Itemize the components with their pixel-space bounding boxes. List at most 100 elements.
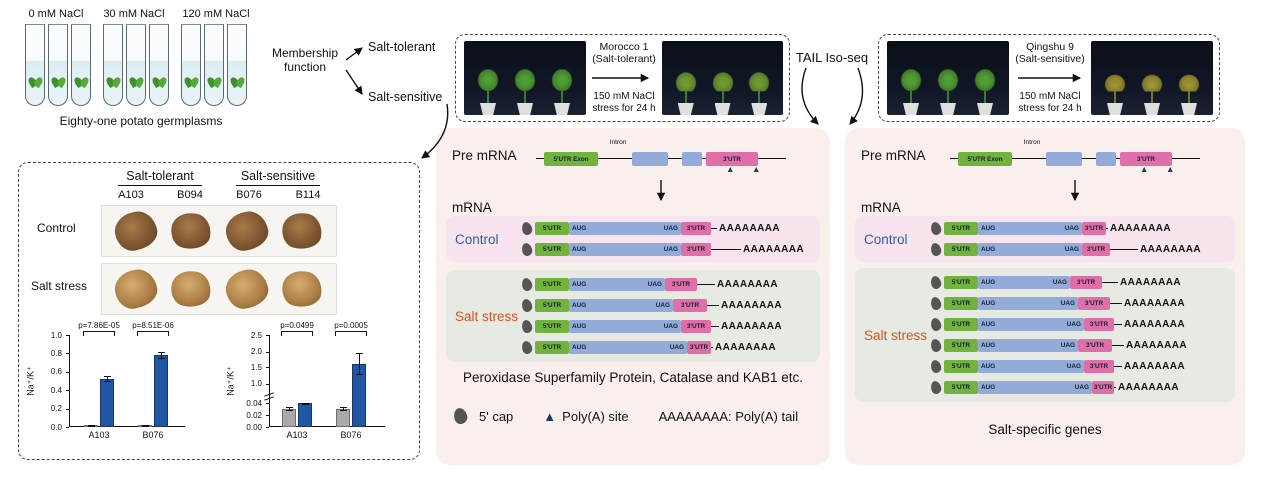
transcript-line bbox=[1102, 281, 1118, 284]
arrow-isoseq-left bbox=[801, 67, 819, 125]
seedling-icon bbox=[52, 75, 66, 89]
leaf-image bbox=[112, 266, 161, 312]
transcript-line bbox=[697, 283, 715, 286]
y-tick-mark bbox=[66, 427, 69, 428]
polya-tail: AAAAAAAA bbox=[717, 279, 778, 290]
test-tube bbox=[48, 24, 68, 106]
test-tube bbox=[149, 24, 169, 106]
control-label: Control bbox=[455, 231, 499, 247]
plant-stem bbox=[1114, 91, 1116, 103]
x-category-label: B076 bbox=[142, 430, 164, 440]
transcript-line bbox=[707, 304, 719, 307]
test-tube bbox=[204, 24, 224, 106]
apa-panel-tolerant: Pre mRNA 5'UTR Exon Intron 3'UTR ▲ ▲ mRN… bbox=[436, 128, 830, 465]
y-tick-label: 0.8 bbox=[50, 348, 62, 358]
control-label: Control bbox=[864, 231, 908, 247]
figure-legend: 5' cap ▲ Poly(A) site AAAAAAAA: Poly(A) … bbox=[452, 406, 799, 426]
polya-tail: AAAAAAAA bbox=[1140, 244, 1201, 255]
y-tick-mark bbox=[266, 403, 269, 405]
plant-healthy bbox=[972, 55, 998, 115]
tube-group-label-0: 0 mM NaCl bbox=[28, 8, 84, 20]
transcript-line bbox=[1106, 227, 1108, 230]
utr3-segment: 3'UTR bbox=[1082, 222, 1106, 235]
bar-salt-stress bbox=[154, 355, 168, 427]
leaf-image bbox=[112, 208, 161, 254]
treatment-column-qingshu: Qingshu 9 (Salt-sensitive) 150 mM NaCl s… bbox=[1013, 41, 1087, 117]
utr3-segment: 3'UTR bbox=[1070, 276, 1102, 289]
photo-morocco-stressed bbox=[662, 41, 783, 115]
plant-foliage bbox=[1177, 67, 1201, 91]
utr5-segment: 5'UTR bbox=[944, 318, 978, 331]
x-category-label: A103 bbox=[88, 430, 110, 440]
test-tube bbox=[227, 24, 247, 106]
plant-stem bbox=[487, 91, 489, 103]
p-value-label: p=7.86E-05 bbox=[78, 321, 120, 330]
group-header-tolerant: Salt-tolerant bbox=[126, 169, 194, 183]
y-axis-label: Na⁺/K⁺ bbox=[25, 366, 36, 396]
utr3-segment: 3'UTR bbox=[1084, 360, 1114, 373]
photo-box-morocco: Morocco 1 (Salt-tolerant) 150 mM NaCl st… bbox=[455, 34, 790, 122]
legend-cap-label: 5' cap bbox=[479, 408, 514, 424]
utr3-segment: 3'UTR bbox=[673, 299, 707, 312]
utr3-segment: 3'UTR bbox=[665, 278, 697, 291]
utr3-segment: 3'UTR bbox=[681, 243, 711, 256]
plant-foliage bbox=[513, 67, 537, 91]
accession-label: A103 bbox=[118, 189, 144, 201]
accession-label: B076 bbox=[236, 189, 262, 201]
polya-tail: AAAAAAAA bbox=[1124, 319, 1185, 330]
utr5-exon-box: 5'UTR Exon bbox=[958, 152, 1012, 166]
mrna-label: mRNA bbox=[861, 200, 901, 215]
y-tick-label: 1.5 bbox=[250, 362, 262, 372]
polya-tail: AAAAAAAA bbox=[721, 300, 782, 311]
five-prime-cap-icon bbox=[929, 241, 943, 258]
arrow-to-sensitive bbox=[345, 69, 363, 95]
five-prime-cap-icon bbox=[929, 295, 943, 312]
exon-box bbox=[682, 152, 702, 166]
y-tick-mark bbox=[266, 351, 269, 353]
legend-polya-tail-label: AAAAAAAA: Poly(A) tail bbox=[658, 408, 799, 424]
utr3-segment: 3'UTR bbox=[681, 320, 711, 333]
leaf-photo-control bbox=[101, 205, 337, 257]
plant-healthy bbox=[935, 55, 961, 115]
utr5-segment: 5'UTR bbox=[944, 339, 978, 352]
utr3-box: 3'UTR bbox=[1120, 152, 1172, 166]
y-tick-mark bbox=[66, 353, 69, 355]
test-tube bbox=[103, 24, 123, 106]
plant-foliage bbox=[1140, 67, 1164, 91]
utr5-segment: 5'UTR bbox=[944, 360, 978, 373]
y-tick-label: 0.2 bbox=[50, 404, 62, 414]
y-tick-mark bbox=[66, 371, 69, 373]
utr5-segment: 5'UTR bbox=[535, 320, 569, 333]
plant-foliage bbox=[674, 67, 698, 91]
polya-tail: AAAAAAAA bbox=[1118, 382, 1179, 393]
seedling-icon bbox=[153, 75, 167, 89]
utr5-segment: 5'UTR bbox=[944, 276, 978, 289]
plant-foliage bbox=[899, 67, 923, 91]
plant-pot bbox=[940, 103, 956, 115]
significance-bracket bbox=[137, 331, 169, 336]
y-tick-label: 2.5 bbox=[250, 330, 262, 340]
exon-box bbox=[1046, 152, 1082, 166]
utr5-segment: 5'UTR bbox=[944, 243, 978, 256]
plant-stem bbox=[684, 91, 687, 103]
germplasm-caption: Eighty-one potato germplasms bbox=[59, 114, 223, 128]
y-tick-mark bbox=[266, 367, 269, 369]
pre-mrna-diagram: 5'UTR Exon Intron 3'UTR ▲ ▲ bbox=[950, 139, 1200, 178]
photo-qingshu-stressed bbox=[1091, 41, 1213, 115]
treatment-line1: 150 mM NaCl bbox=[593, 91, 655, 102]
pre-mrna-diagram: 5'UTR Exon Intron 3'UTR ▲ ▲ bbox=[536, 139, 786, 178]
utr5-segment: 5'UTR bbox=[535, 278, 569, 291]
y-axis-label: Na⁺/K⁺ bbox=[225, 366, 236, 396]
transcript-line bbox=[711, 346, 713, 349]
x-category-label: B076 bbox=[340, 430, 362, 440]
row-label-control: Control bbox=[37, 221, 76, 235]
